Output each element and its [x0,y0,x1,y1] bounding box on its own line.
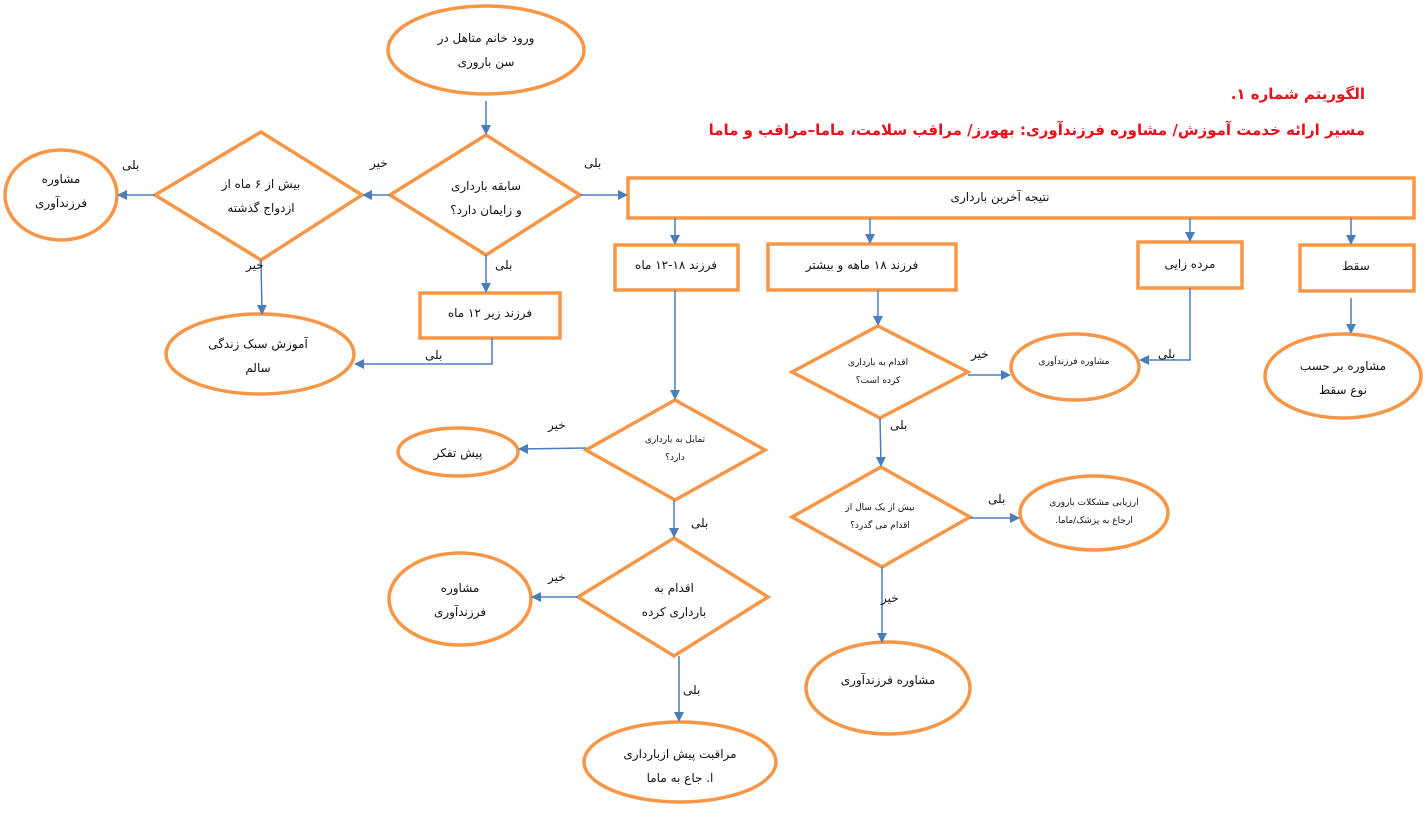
edge-label-yes: بلی [584,156,602,170]
edge-label-yes: بلی [122,158,140,172]
edge-label-yes: بلی [425,348,443,362]
counsel-bottom-text: مشاوره فرزندآوری [840,673,936,687]
edge-label-no: خیر [370,156,388,170]
child-18-plus-box [766,242,958,292]
abortion-text: سقط [1342,259,1370,273]
arrow [1139,288,1191,365]
abortion-box [1298,243,1416,293]
last-pregnancy-text: نتیجه آخرین بارداری [950,190,1050,204]
preconception-node [582,720,778,804]
edge-label-yes: بلی [988,492,1006,506]
arrow [875,417,886,467]
edge-label-yes: بلی [691,516,709,530]
attempted2-decision [574,535,772,659]
last-pregnancy-box [626,176,1416,220]
desire-decision [582,397,769,503]
edge-label-no: خیر [246,258,264,272]
child-12-18-box [613,243,740,292]
algorithm-title: الگوریتم شماره ۱. [1230,85,1365,103]
stillbirth-text: مرده زایی [1164,257,1216,271]
edge-label-yes: بلی [495,258,513,272]
edge-label-no: خیر [971,347,989,361]
counsel-mid-node [1009,332,1141,402]
counsel-mid-text: مشاوره فرزندآوری [1038,357,1110,367]
edge-label-yes: بلی [1158,347,1176,361]
algorithm-subtitle: مسیر ارائه خدمت آموزش/ مشاوره فرزندآوری:… [708,121,1365,139]
edge-label-no: خیر [881,591,899,605]
arrow [354,338,493,369]
infertility-node [1018,474,1170,552]
arrow [518,443,587,454]
start-node [386,4,586,96]
edge-label-no: خیر [548,418,566,432]
child-18-plus-text: فرزند ۱۸ ماهه و بیشتر [805,258,919,272]
edge-label-no: خیر [548,570,566,584]
precontemplation-text: پیش تفکر [433,446,483,460]
counsel-abortion-node [1263,332,1423,420]
edge-label-yes: بلی [683,683,701,697]
precontemplation-node [396,426,520,478]
arrow [256,259,267,315]
child-12-18-text: فرزند ۱۸-۱۲ ماه [635,258,717,272]
child-under-12-text: فرزند زیر ۱۲ ماه [447,306,533,320]
counsel-bottom-node [804,640,972,736]
child-under-12-box [418,291,562,340]
edge-label-yes: بلی [890,418,908,432]
